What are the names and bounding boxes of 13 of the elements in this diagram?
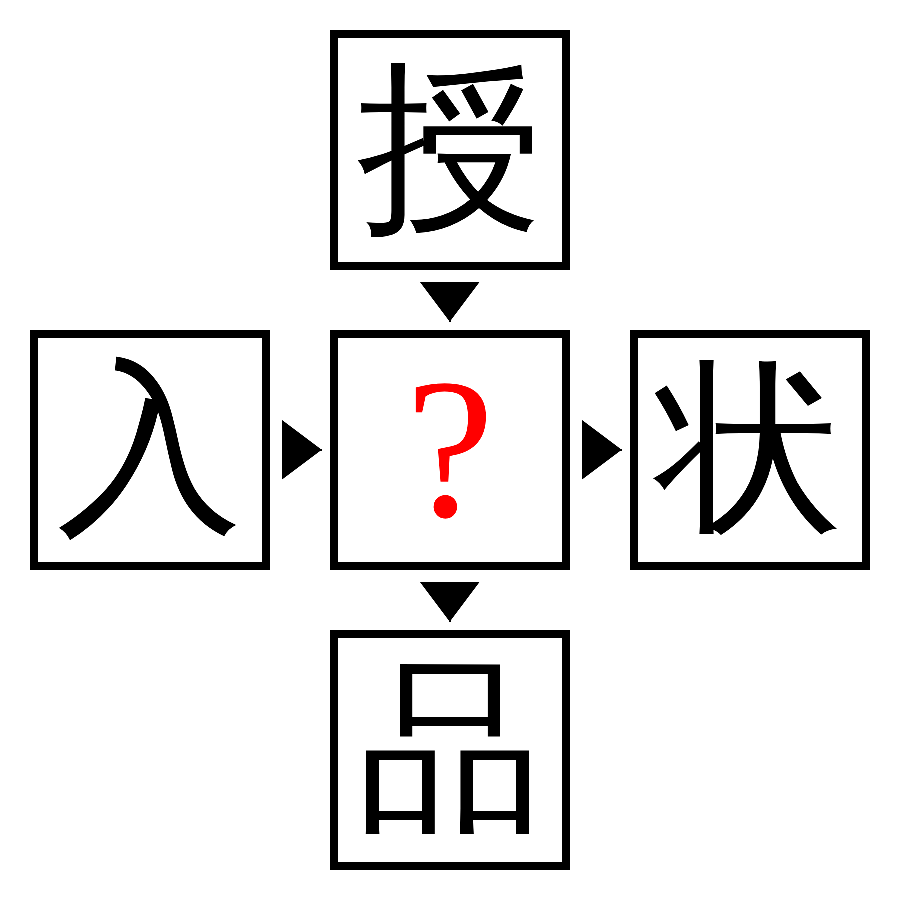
character-box (330, 630, 570, 870)
character-box (330, 330, 570, 570)
kanji-character: 授 (357, 57, 543, 243)
kanji-character: 品 (357, 657, 543, 843)
kanji-character: 入 (57, 357, 243, 543)
arrow (282, 420, 322, 480)
question-mark: ? (406, 350, 494, 550)
arrow (420, 282, 480, 322)
character-box (30, 330, 270, 570)
arrow (582, 420, 622, 480)
arrow (420, 582, 480, 622)
character-box (630, 330, 870, 570)
character-box (330, 30, 570, 270)
